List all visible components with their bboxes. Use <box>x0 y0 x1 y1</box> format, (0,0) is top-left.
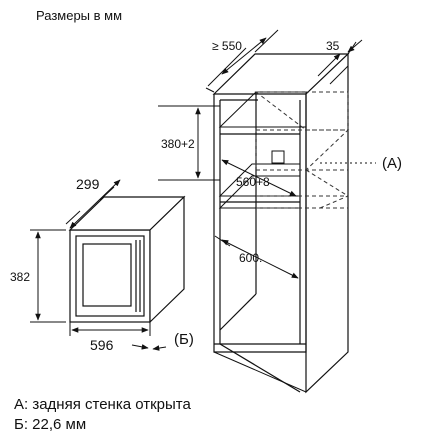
dimension-cabinet-depth: ≥ 550 <box>212 39 242 53</box>
dimension-niche-width: 560+8 <box>236 175 270 189</box>
callout-a-label: (А) <box>382 155 402 172</box>
callout-b-label: (Б) <box>174 331 194 348</box>
tall-cabinet <box>212 52 350 394</box>
dimension-appliance-width: 596 <box>90 337 114 353</box>
cabinet-dimension-lines <box>158 29 376 279</box>
dimension-cabinet-inner-width: 600. <box>239 251 262 265</box>
microwave-appliance <box>68 195 186 324</box>
dimension-appliance-depth: 299 <box>76 176 100 192</box>
diagram-title: Размеры в мм <box>36 8 123 23</box>
dimension-appliance-height: 382 <box>10 270 30 284</box>
dimension-rear-gap: 35 <box>326 39 340 53</box>
dimension-niche-height: 380+2 <box>161 137 195 151</box>
legend-note-a: А: задняя стенка открыта <box>14 396 191 413</box>
legend-note-b: Б: 22,6 мм <box>14 416 87 433</box>
appliance-dimension-lines <box>30 179 167 351</box>
